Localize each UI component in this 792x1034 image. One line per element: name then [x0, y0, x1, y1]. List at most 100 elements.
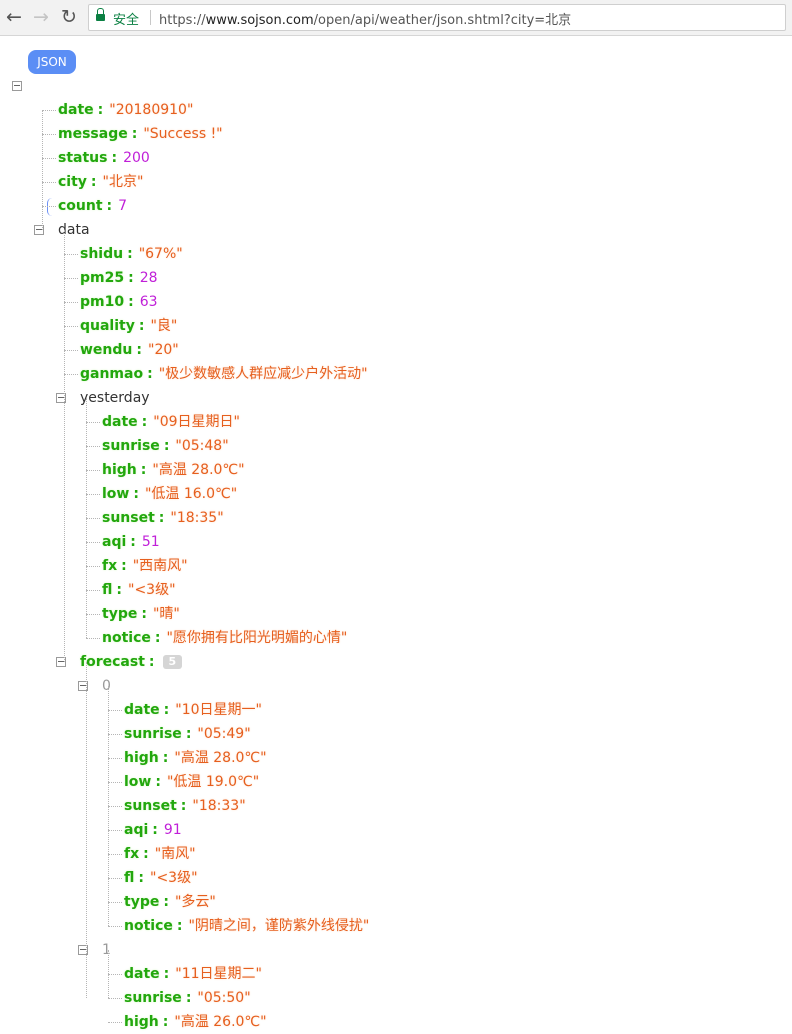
colon: : — [154, 630, 161, 646]
data-node-label[interactable]: data — [58, 218, 90, 242]
json-root-badge[interactable]: JSON — [28, 50, 76, 74]
json-key: fx — [102, 558, 118, 574]
json-row[interactable]: date:"11日星期二" — [124, 962, 262, 986]
json-row[interactable]: low:"低温 16.0℃" — [102, 482, 237, 506]
forecast-1-label[interactable]: 1 — [102, 938, 111, 962]
json-string-value: "低温 19.0℃" — [166, 774, 260, 790]
json-string-value: "多云" — [174, 894, 216, 910]
json-key: quality — [80, 318, 135, 334]
json-key: sunrise — [102, 438, 160, 454]
json-row[interactable]: shidu:"67%" — [80, 242, 183, 266]
tree-connector — [64, 302, 78, 303]
forecast-node-label[interactable]: forecast:5 — [80, 650, 183, 674]
url-text[interactable]: https://www.sojson.com/open/api/weather/… — [159, 9, 571, 28]
tree-connector — [86, 614, 100, 615]
json-row[interactable]: pm25:28 — [80, 266, 158, 290]
json-row[interactable]: count:7 — [58, 194, 127, 218]
colon: : — [162, 750, 169, 766]
tree-connector — [108, 974, 122, 975]
json-string-value: "高温 28.0℃" — [152, 462, 245, 478]
collapse-forecast-toggle[interactable] — [56, 657, 66, 667]
colon: : — [163, 894, 169, 910]
json-row[interactable]: date:"20180910" — [58, 98, 193, 122]
json-string-value: "晴" — [152, 606, 180, 622]
colon: : — [116, 582, 122, 598]
tree-connector — [108, 1022, 122, 1023]
json-row[interactable]: aqi:91 — [124, 818, 182, 842]
open-brace — [47, 198, 52, 216]
json-row[interactable]: fx:"南风" — [124, 842, 196, 866]
tree-connector — [42, 134, 56, 135]
json-row[interactable]: date:"09日星期日" — [102, 410, 240, 434]
json-string-value: "高温 28.0℃" — [174, 750, 267, 766]
tree-connector — [86, 470, 100, 471]
json-key: shidu — [80, 246, 124, 262]
colon: : — [176, 918, 183, 934]
json-row[interactable]: sunrise:"05:49" — [124, 722, 251, 746]
collapse-data-toggle[interactable] — [34, 225, 44, 235]
json-string-value: "Success !" — [143, 126, 223, 142]
json-row[interactable]: ganmao:"极少数敏感人群应减少户外活动" — [80, 362, 368, 386]
collapse-yesterday-toggle[interactable] — [56, 393, 66, 403]
json-row[interactable]: fl: "<3级" — [102, 578, 176, 602]
json-key: sunset — [124, 798, 177, 814]
json-row[interactable]: low:"低温 19.0℃" — [124, 770, 259, 794]
json-row[interactable]: type:"多云" — [124, 890, 216, 914]
json-key: fl — [102, 582, 113, 598]
forecast-0-label[interactable]: 0 — [102, 674, 111, 698]
json-row[interactable]: pm10:63 — [80, 290, 158, 314]
json-row[interactable]: wendu:"20" — [80, 338, 179, 362]
tree-connector — [86, 518, 100, 519]
json-key: wendu — [80, 342, 133, 358]
reload-icon[interactable]: ↻ — [61, 6, 77, 28]
json-row[interactable]: notice:"愿你拥有比阳光明媚的心情" — [102, 626, 347, 650]
json-string-value: "<3级" — [128, 582, 176, 598]
colon: : — [148, 654, 155, 670]
json-key: status — [58, 150, 108, 166]
yesterday-node-label[interactable]: yesterday — [80, 386, 150, 410]
json-row[interactable]: sunset:"18:33" — [124, 794, 246, 818]
json-number-value: 91 — [163, 822, 182, 838]
json-row[interactable]: status:200 — [58, 146, 150, 170]
json-row[interactable]: high:"高温 28.0℃" — [124, 746, 267, 770]
data-tree-line — [64, 230, 65, 662]
json-row[interactable]: quality:"良" — [80, 314, 177, 338]
data-key: data — [58, 222, 90, 238]
json-row[interactable]: message:"Success !" — [58, 122, 223, 146]
json-row[interactable]: sunset:"18:35" — [102, 506, 224, 530]
json-key: date — [124, 702, 160, 718]
json-key: date — [102, 414, 138, 430]
json-row[interactable]: fx:"西南风" — [102, 554, 188, 578]
colon: : — [130, 534, 136, 550]
colon: : — [127, 246, 133, 262]
collapse-forecast-0-toggle[interactable] — [78, 681, 88, 691]
back-arrow-icon[interactable]: ← — [6, 6, 22, 28]
json-row[interactable]: high:"高温 28.0℃" — [102, 458, 245, 482]
forward-arrow-icon[interactable]: → — [33, 6, 49, 28]
json-row[interactable]: type:"晴" — [102, 602, 180, 626]
url-path: /open/api/weather/json.shtml?city=北京 — [313, 13, 572, 28]
forecast-0-tree-line — [108, 686, 109, 926]
json-row[interactable]: fl:"<3级" — [124, 866, 198, 890]
json-string-value: "极少数敏感人群应减少户外活动" — [158, 366, 368, 382]
json-key: notice — [124, 918, 173, 934]
colon: : — [158, 510, 165, 526]
json-row[interactable]: city:"北京" — [58, 170, 143, 194]
json-string-value: "10日星期一" — [175, 702, 262, 718]
colon: : — [90, 174, 97, 190]
json-row[interactable]: high:"高温 26.0℃" — [124, 1010, 267, 1034]
json-row[interactable]: date:"10日星期一" — [124, 698, 262, 722]
tree-connector — [42, 110, 56, 111]
collapse-root-toggle[interactable] — [12, 81, 22, 91]
json-row[interactable]: sunrise:"05:48" — [102, 434, 229, 458]
colon: : — [185, 726, 192, 742]
url-host: www.sojson.com — [205, 13, 314, 28]
colon: : — [133, 486, 139, 502]
json-row[interactable]: aqi:51 — [102, 530, 160, 554]
json-row[interactable]: notice:"阴晴之间，谨防紫外线侵扰" — [124, 914, 369, 938]
address-bar[interactable]: 安全 https://www.sojson.com/open/api/weath… — [88, 4, 786, 31]
tree-connector — [108, 758, 122, 759]
yesterday-tree-line — [86, 398, 87, 638]
json-row[interactable]: sunrise:"05:50" — [124, 986, 251, 1010]
collapse-forecast-1-toggle[interactable] — [78, 945, 88, 955]
